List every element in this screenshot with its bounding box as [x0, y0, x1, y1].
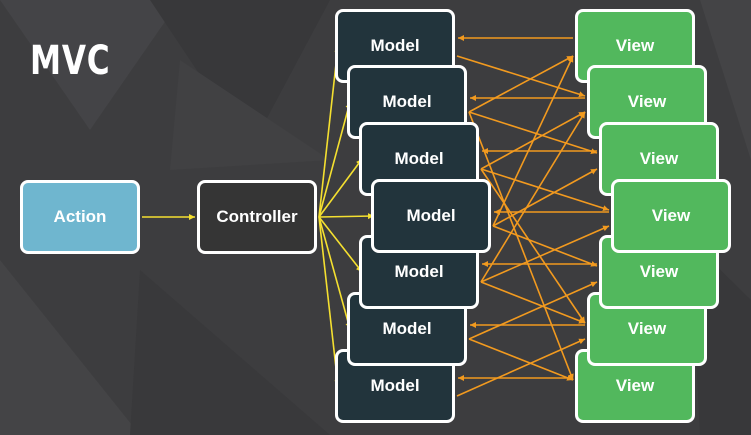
model-to-view-arrow	[468, 338, 574, 381]
model-to-view-arrow	[492, 225, 598, 267]
controller-to-model-arrow	[318, 45, 341, 218]
model-to-view-arrow	[456, 55, 586, 98]
model-to-view-arrow	[480, 225, 610, 283]
model-to-view-arrow	[468, 55, 574, 113]
controller-to-model-arrow	[318, 101, 352, 218]
model-to-view-arrow	[456, 338, 586, 397]
controller-to-model-arrow	[318, 216, 341, 387]
controller-to-model-arrow	[318, 158, 363, 218]
model-to-view-arrow	[492, 168, 598, 227]
model-to-view-arrow	[468, 281, 598, 340]
model-to-view-arrow	[492, 55, 574, 227]
model-to-view-arrow	[468, 111, 598, 155]
controller-to-model-arrow	[318, 216, 352, 330]
model-to-view-arrow	[480, 281, 586, 324]
view-box: View	[611, 179, 731, 253]
controller-to-model-arrow	[318, 216, 363, 273]
controller-box: Controller	[197, 180, 317, 254]
model-to-view-arrow	[480, 168, 586, 324]
page-title: MVC	[30, 38, 111, 84]
controller-to-model-arrow	[318, 213, 375, 220]
model-box: Model	[371, 179, 491, 253]
model-to-view-arrow	[468, 111, 574, 381]
action-box: Action	[20, 180, 140, 254]
model-to-view-arrow	[480, 168, 610, 212]
model-to-view-arrow	[480, 111, 586, 283]
